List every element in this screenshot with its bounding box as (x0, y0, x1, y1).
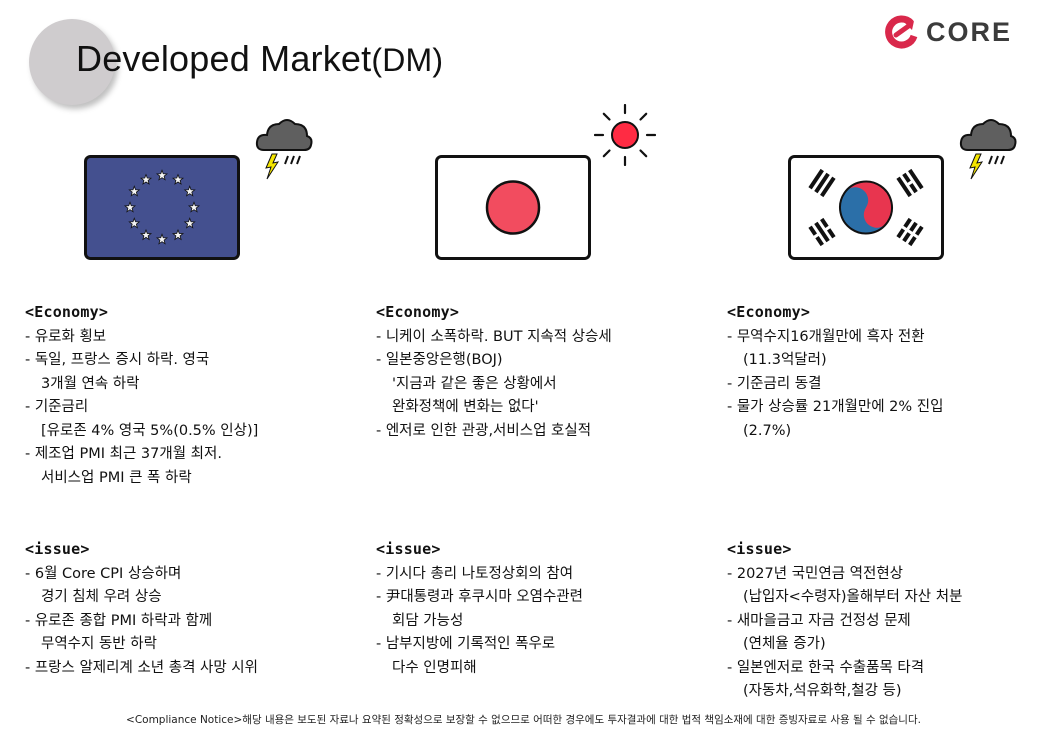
japan-issue-section: <issue> - 기시다 총리 나토정상회의 참여 - 尹대통령과 후쿠시마 오염… (376, 538, 696, 680)
bullet-item-continuation: '지금과 같은 좋은 상황에서 (392, 375, 557, 392)
bullet-item: - 새마을금고 자금 건정성 문제 (727, 612, 911, 629)
bullet-item: - 일본엔저로 한국 수출품목 타격 (727, 659, 925, 676)
economy-heading: <Economy> (25, 303, 109, 321)
bullet-item: - 물가 상승률 21개월만에 2% 진입 (727, 399, 944, 415)
bullet-item: - 제조업 PMI 최근 37개월 최저. (25, 446, 222, 462)
page-title-main: Developed Market (76, 38, 372, 79)
page-title-suffix: (DM) (371, 42, 444, 78)
eu-star-icon (183, 185, 196, 197)
storm-cloud-icon (255, 119, 313, 180)
eu-star-icon (128, 185, 141, 197)
bullet-item: - 6월 Core CPI 상승하며 (25, 565, 182, 582)
bullet-item-continuation: 서비스업 PMI 큰 폭 하락 (41, 469, 192, 486)
bullet-item: - 기준금리 (25, 399, 89, 415)
bullet-item: - 유로존 종합 PMI 하락과 함께 (25, 612, 213, 629)
bullet-item: - 기시다 총리 나토정상회의 참여 (376, 565, 574, 582)
bullet-item-continuation: 완화정책에 변화는 없다' (392, 399, 539, 415)
bullet-item: - 니케이 소폭하락. BUT 지속적 상승세 (376, 328, 612, 345)
bullet-item-continuation: 3개월 연속 하락 (41, 375, 140, 392)
bullet-item-continuation: [유로존 4% 영국 5%(0.5% 인상)] (41, 422, 259, 439)
bullet-item-continuation: (연체율 증가) (743, 636, 826, 652)
compliance-notice: <Compliance Notice>해당 내용은 보도된 자료나 요약된 정확… (126, 714, 921, 726)
japan-economy-section: <Economy> - 니케이 소폭하락. BUT 지속적 상승세 - 일본중앙은행… (376, 301, 696, 443)
economy-heading: <Economy> (376, 303, 460, 321)
issue-heading: <issue> (25, 540, 90, 558)
eu-star-icon (183, 217, 196, 229)
bullet-item: - 엔저로 인한 관광,서비스업 호실적 (376, 422, 592, 439)
bullet-item-continuation: (2.7%) (743, 422, 792, 439)
eu-star-icon (171, 228, 185, 241)
bullet-item: - 일본중앙은행(BOJ) (376, 352, 503, 368)
core-logo-text: CORE (926, 16, 1013, 47)
bullet-item: - 유로화 횡보 (25, 328, 107, 345)
bullet-item-continuation: (납입자<수령자)올해부터 자산 처분 (743, 589, 963, 605)
eu-star-icon (187, 201, 201, 213)
economy-heading: <Economy> (727, 303, 811, 321)
core-logo-mark-icon (885, 15, 918, 49)
eu-flag-icon (84, 155, 240, 260)
bullet-item-continuation: 다수 인명피해 (392, 659, 477, 676)
eu-star-icon (171, 173, 185, 185)
bullet-item: - 독일, 프랑스 증시 하락. 영국 (25, 352, 210, 368)
eu-star-icon (123, 201, 137, 213)
japan-flag-icon (435, 155, 591, 260)
korea-economy-section: <Economy> - 무역수지16개월만에 흑자 전환 (11.3억달러) - 기준… (727, 301, 1047, 443)
korea-issue-section: <issue> - 2027년 국민연금 역전현상 (납입자<수령자)올해부터 자산… (727, 538, 1047, 704)
issue-heading: <issue> (376, 540, 441, 558)
eu-star-icon (139, 173, 153, 185)
bullet-item: - 2027년 국민연금 역전현상 (727, 565, 904, 582)
title-decoration-circle (29, 19, 115, 105)
bullet-item-continuation: 경기 침체 우려 상승 (41, 589, 162, 605)
eu-economy-section: <Economy> - 유로화 횡보 - 독일, 프랑스 증시 하락. 영국 3개월 … (25, 301, 345, 490)
bullet-item: - 무역수지16개월만에 흑자 전환 (727, 328, 925, 345)
eu-star-icon (128, 217, 141, 229)
eu-star-icon (155, 233, 169, 245)
bullet-item: - 프랑스 알제리계 소년 총격 사망 시위 (25, 659, 258, 676)
bullet-item-continuation: 회담 가능성 (392, 612, 464, 629)
bullet-item: - 기준금리 동결 (727, 375, 822, 392)
korea-flag-icon (788, 155, 944, 260)
bullet-item: - 尹대통령과 후쿠시마 오염수관련 (376, 589, 583, 605)
bullet-item-continuation: 무역수지 동반 하락 (41, 636, 157, 652)
page-title: Developed Market(DM) (76, 38, 443, 80)
eu-star-icon (139, 228, 153, 241)
bullet-item-continuation: (자동차,석유화학,철강 등) (743, 683, 902, 699)
bullet-item-continuation: (11.3억달러) (743, 352, 827, 368)
bullet-item: - 남부지방에 기록적인 폭우로 (376, 636, 556, 652)
eu-star-icon (155, 169, 169, 181)
issue-heading: <issue> (727, 540, 792, 558)
sun-icon (594, 104, 656, 166)
storm-cloud-icon (959, 119, 1017, 180)
core-logo: CORE (884, 14, 1012, 50)
